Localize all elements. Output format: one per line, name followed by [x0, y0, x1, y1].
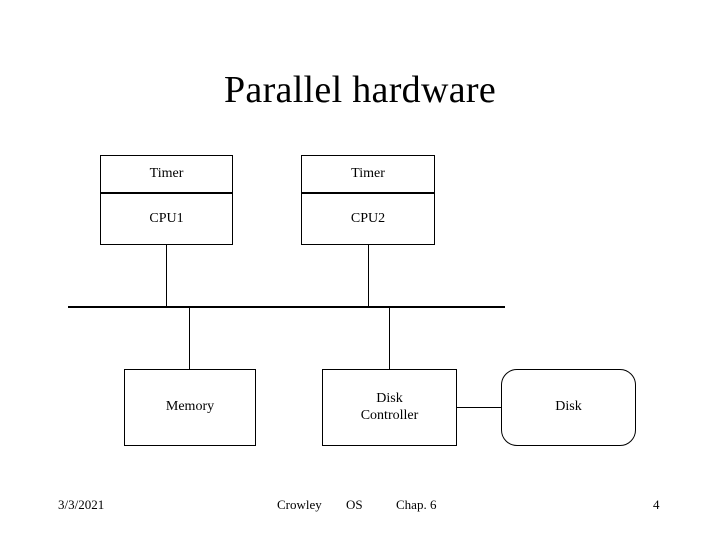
node-label-line2: Controller: [360, 407, 419, 423]
node-timer-1: Timer: [100, 155, 233, 193]
system-bus: [68, 306, 505, 308]
footer-page-number: 4: [653, 497, 660, 512]
footer-author: Crowley: [277, 497, 322, 512]
node-label: Disk: [555, 399, 582, 415]
edge-bus-to-memory: [189, 307, 190, 369]
node-label: Timer: [149, 165, 184, 181]
node-label: Timer: [351, 165, 385, 181]
node-timer-2: Timer: [301, 155, 435, 193]
footer-course: OS: [346, 497, 363, 512]
edge-cpu2-to-bus: [368, 245, 369, 307]
node-cpu-1: CPU1: [100, 193, 233, 245]
footer-chapter: Chap. 6: [396, 497, 437, 512]
node-disk-controller: Disk Controller: [322, 369, 457, 446]
footer-date: 3/3/2021: [58, 497, 105, 512]
node-cpu-2: CPU2: [301, 193, 435, 245]
edge-disk-controller-to-disk: [457, 407, 501, 408]
node-label: CPU2: [350, 210, 386, 226]
edge-bus-to-disk-controller: [389, 307, 390, 369]
edge-cpu1-to-bus: [166, 245, 167, 307]
node-label: CPU1: [149, 210, 184, 226]
node-label: Memory: [165, 399, 215, 415]
node-label-line1: Disk: [376, 391, 403, 407]
node-memory: Memory: [124, 369, 256, 446]
page-title: Parallel hardware: [223, 69, 496, 111]
node-disk: Disk: [501, 369, 636, 446]
